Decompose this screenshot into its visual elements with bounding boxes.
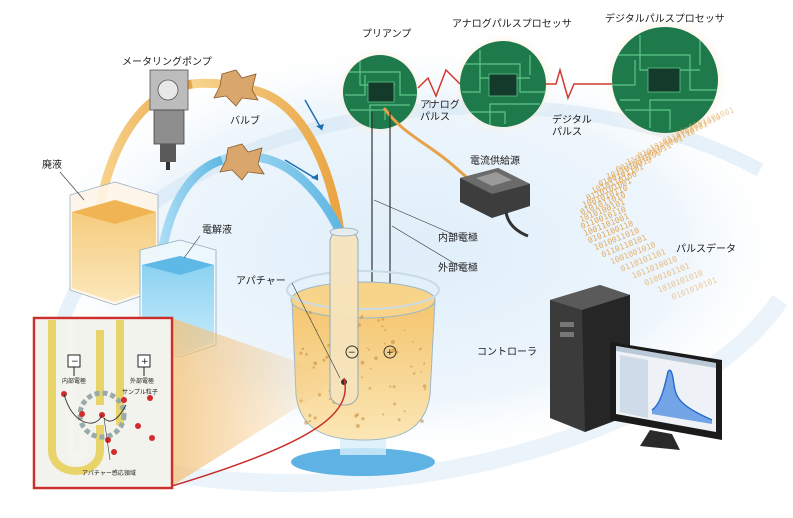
inset-sensing-zone-label: アパチャー感応領域 <box>82 469 136 477</box>
particle <box>377 319 380 322</box>
waste-label: 廃液 <box>42 158 62 171</box>
particle <box>304 420 309 425</box>
digital-pulse-label-1: デジタル <box>552 113 592 126</box>
valve-bottom <box>219 143 265 181</box>
particle <box>410 365 413 368</box>
particle <box>317 393 322 397</box>
preamp-board: プリアンプ <box>335 28 425 137</box>
controller-label: コントローラ <box>477 346 537 358</box>
aperture-label: アパチャー <box>236 275 286 287</box>
particle <box>423 362 426 365</box>
particle <box>393 402 397 406</box>
inset-outer-electrode-label: 外部電極 <box>130 377 154 385</box>
analog-pulse-label-1: アナログ <box>420 98 460 111</box>
digital-processor-label: デジタルパルスプロセッサ <box>605 12 725 25</box>
aperture-tube <box>329 227 359 406</box>
electrode-plus-beaker: + <box>386 348 394 358</box>
inset-inner-electrode-label: 内部電極 <box>62 377 86 385</box>
particle <box>403 410 406 413</box>
valve-label: バルブ <box>230 114 260 127</box>
particle <box>368 387 372 390</box>
particle <box>422 384 427 389</box>
particle <box>360 360 365 365</box>
particle <box>384 329 387 332</box>
analog-processor-board: アナログパルスプロセッサ <box>451 17 572 136</box>
inner-electrode-label: 内部電極 <box>438 231 478 244</box>
particle <box>322 358 326 362</box>
particle <box>420 419 424 424</box>
power-supply: 電流供給源 <box>382 107 530 238</box>
aperture-inset: − + 内部電極 外部電極 サンプル粒子 アパチャー感応領域 <box>32 316 174 490</box>
particle <box>374 356 378 361</box>
particle <box>360 376 363 379</box>
valve-top: バルブ <box>213 69 260 127</box>
particle <box>325 355 329 359</box>
particle <box>396 350 399 354</box>
waste-container: 廃液 <box>42 158 159 306</box>
analog-processor-label: アナログパルスプロセッサ <box>452 17 572 30</box>
particle <box>328 398 331 401</box>
particle <box>420 370 422 373</box>
inset-plus-sign: + <box>141 357 149 367</box>
particle <box>403 329 406 332</box>
particle <box>392 385 396 389</box>
electrode-minus-beaker: − <box>348 348 356 358</box>
particle <box>369 367 372 370</box>
inset-sample-particles-label: サンプル粒子 <box>122 388 158 396</box>
particle <box>412 372 416 375</box>
particle <box>381 325 384 328</box>
particle <box>365 347 368 349</box>
particle <box>383 342 386 345</box>
particle <box>381 317 385 321</box>
particle <box>367 348 370 351</box>
preamp-label: プリアンプ <box>362 28 411 40</box>
metering-pump: メータリングポンプ <box>122 55 212 170</box>
metering-pump-label: メータリングポンプ <box>122 55 212 68</box>
particle <box>313 361 318 366</box>
particle <box>397 418 401 422</box>
particle <box>305 352 308 356</box>
particle <box>382 413 385 416</box>
digital-pulse-link <box>546 67 612 101</box>
particle <box>313 416 317 420</box>
waste-tube <box>191 78 345 233</box>
particle <box>419 347 422 351</box>
particle <box>390 340 395 344</box>
inset-minus-sign: − <box>71 357 79 367</box>
zoom-beam <box>172 318 344 486</box>
particle <box>308 413 312 418</box>
beaker <box>286 270 440 476</box>
electrolyte-label: 電解液 <box>202 223 232 236</box>
particle <box>412 340 414 343</box>
particle <box>316 329 319 331</box>
digital-pulse-label-2: パルス <box>552 126 582 138</box>
particle <box>301 347 305 351</box>
particle <box>389 385 392 388</box>
particle <box>354 414 358 418</box>
digital-processor-board: デジタルパルスプロセッサ <box>601 12 729 144</box>
analog-pulse-link <box>417 68 461 98</box>
controller: コントローラ <box>477 285 722 450</box>
particle <box>355 424 360 428</box>
particle <box>299 351 303 355</box>
particle <box>361 417 365 421</box>
pulse-data-label: パルスデータ <box>676 242 736 255</box>
analog-pulse-label-2: パルス <box>420 111 450 123</box>
particle <box>391 348 396 353</box>
power-supply-label: 電流供給源 <box>470 154 520 167</box>
outer-electrode-label: 外部電極 <box>438 261 478 274</box>
particle <box>360 316 363 320</box>
particle <box>308 311 312 314</box>
particle <box>423 388 426 391</box>
particle <box>308 420 312 423</box>
